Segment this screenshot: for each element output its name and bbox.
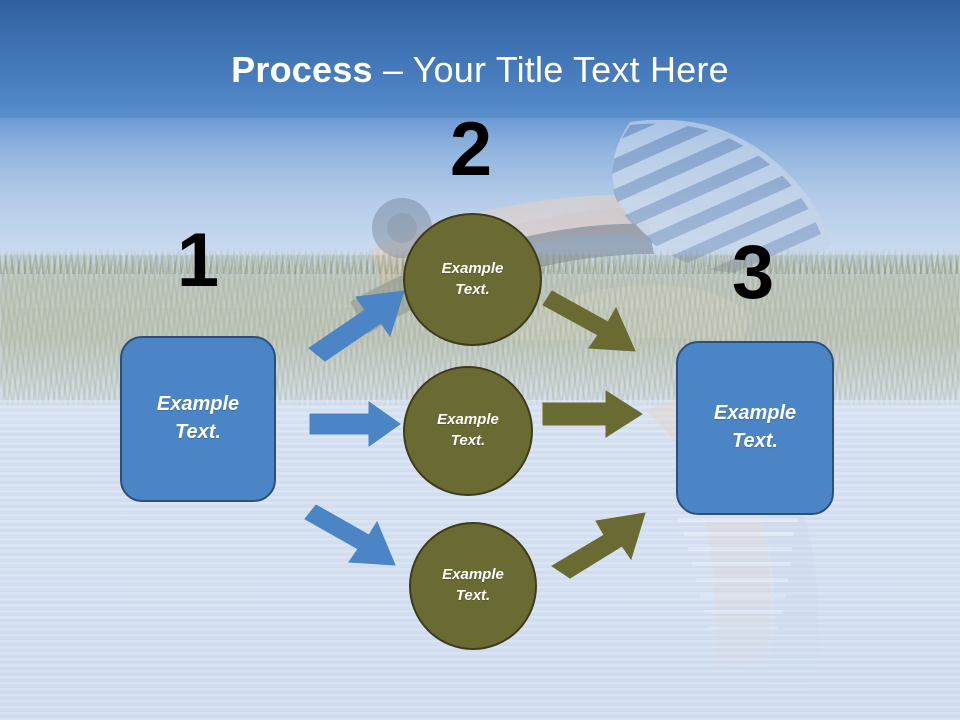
process-node-circle-1[interactable]: Example Text. <box>403 213 542 346</box>
process-node-circle-3-label: Example Text. <box>442 565 504 606</box>
step-number-3: 3 <box>731 230 775 315</box>
process-node-start-line1: Example <box>156 393 240 416</box>
step-number-2: 2 <box>449 107 493 192</box>
process-node-circle-2[interactable]: Example Text. <box>403 366 533 496</box>
process-node-circle-2-line1: Example <box>437 411 499 429</box>
process-node-start-line2: Text. <box>175 421 221 443</box>
process-node-start[interactable]: Example Text. <box>120 336 276 502</box>
process-node-end-line1: Example <box>713 402 797 425</box>
process-node-circle-3-line1: Example <box>442 566 504 584</box>
page-title-bold: Process <box>231 49 373 90</box>
page-title-regular: – Your Title Text Here <box>372 49 729 90</box>
process-node-circle-2-label: Example Text. <box>437 410 499 451</box>
step-number-1: 1 <box>176 218 220 303</box>
process-node-start-label: Example Text. <box>157 391 239 446</box>
process-node-end-line2: Text. <box>732 430 778 452</box>
process-node-end[interactable]: Example Text. <box>676 341 834 515</box>
process-node-circle-3[interactable]: Example Text. <box>409 522 537 650</box>
page-title: Process – Your Title Text Here <box>0 48 960 92</box>
process-node-circle-1-line1: Example <box>441 259 504 277</box>
process-node-circle-1-line2: Text. <box>455 280 490 298</box>
title-band <box>0 0 960 118</box>
process-node-end-label: Example Text. <box>714 400 796 455</box>
process-node-circle-1-label: Example Text. <box>442 259 504 300</box>
background-person-photo <box>350 120 832 340</box>
process-node-circle-2-line2: Text. <box>450 432 486 449</box>
process-node-circle-3-line2: Text. <box>455 587 491 604</box>
